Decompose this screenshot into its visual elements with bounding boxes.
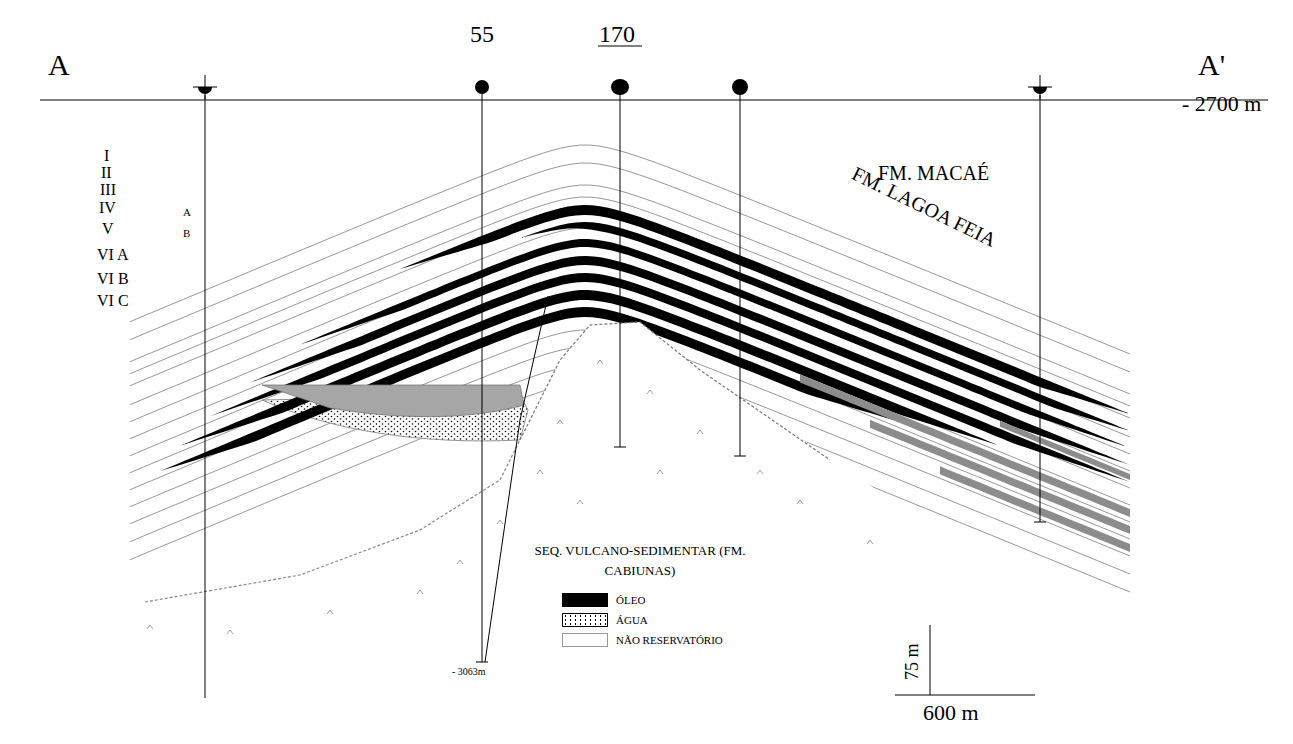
- section-label: IV: [99, 200, 116, 216]
- section-label: III: [100, 182, 116, 198]
- section-label: B: [183, 228, 190, 239]
- legend-swatch: [562, 633, 608, 647]
- legend-swatch: [562, 593, 608, 607]
- section-label: A: [183, 207, 191, 218]
- legend-text: NÃO RESERVATÓRIO: [616, 635, 723, 646]
- section-label: I: [104, 148, 109, 164]
- legend-swatch: [562, 613, 608, 627]
- section-label: VI B: [97, 271, 129, 287]
- section-label: 600 m: [923, 702, 979, 724]
- section-label: V: [102, 221, 114, 237]
- section-label: VI C: [97, 293, 129, 309]
- section-label: A': [1198, 50, 1225, 80]
- legend-text: ÓLEO: [616, 595, 645, 606]
- section-label: VI A: [97, 247, 129, 263]
- section-label: SEQ. VULCANO-SEDIMENTAR (FM. CABIUNAS): [520, 541, 760, 580]
- section-label: 75 m: [903, 643, 921, 680]
- section-label: A: [48, 50, 70, 80]
- legend-text: ÁGUA: [616, 615, 648, 626]
- section-label: 170: [599, 22, 635, 46]
- section-label: - 2700 m: [1182, 93, 1261, 115]
- section-label: II: [101, 165, 112, 181]
- section-label: - 3063m: [452, 667, 486, 677]
- section-label: 55: [470, 22, 494, 46]
